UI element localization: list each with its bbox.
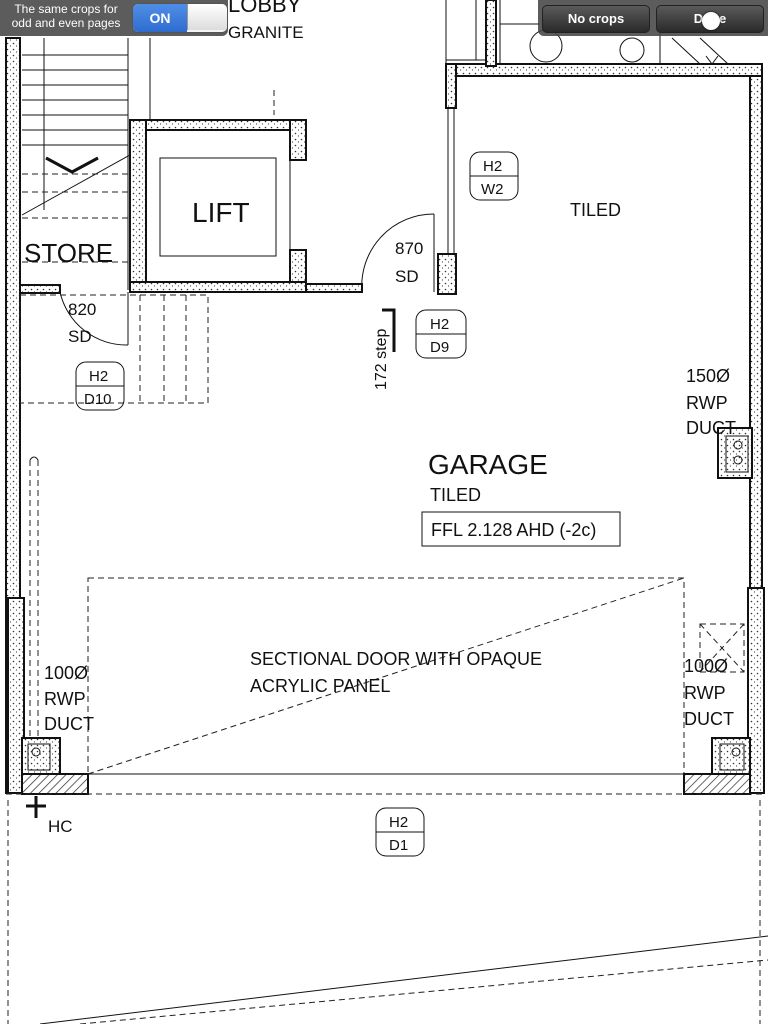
ffl-box bbox=[421, 511, 621, 547]
tag-d9-bottom: D9 bbox=[430, 339, 449, 356]
rwp-150-box bbox=[717, 427, 753, 479]
hc-label: HC bbox=[48, 817, 73, 836]
crops-setting-label: The same crops for odd and even pages bbox=[11, 2, 121, 30]
tag-d1-bottom: D1 bbox=[389, 837, 408, 854]
touch-indicator bbox=[702, 12, 720, 30]
sectional-door bbox=[87, 577, 685, 775]
rwp100-right-size: 100Ø bbox=[684, 656, 728, 676]
crops-toggle-panel: The same crops for odd and even pages ON bbox=[0, 0, 228, 36]
step-marker bbox=[382, 308, 396, 352]
floor-waste bbox=[699, 623, 745, 673]
tag-d10-top: H2 bbox=[89, 368, 108, 385]
sectional-door-line2: ACRYLIC PANEL bbox=[250, 676, 390, 696]
door-870 bbox=[361, 213, 435, 293]
rwp100-right-duct: DUCT bbox=[684, 709, 734, 729]
rwp-100-right-box bbox=[683, 737, 751, 795]
ffl-label: FFL 2.128 AHD (-2c) bbox=[431, 520, 596, 540]
step-label: 172 step bbox=[373, 329, 390, 390]
rwp100-left-rwp: RWP bbox=[44, 689, 86, 709]
upper-room-walls bbox=[437, 0, 763, 295]
rwp150-rwp: RWP bbox=[686, 393, 728, 413]
door-820-width: 820 bbox=[68, 300, 96, 319]
lift-shaft bbox=[129, 119, 307, 293]
tag-d10 bbox=[75, 361, 125, 411]
door-820 bbox=[59, 291, 129, 346]
sectional-door-line1: SECTIONAL DOOR WITH OPAQUE bbox=[250, 649, 542, 669]
rwp100-right-rwp: RWP bbox=[684, 683, 726, 703]
rwp100-left-size: 100Ø bbox=[44, 663, 88, 683]
lobby-label: LOBBY bbox=[228, 0, 302, 17]
same-crops-toggle[interactable]: ON bbox=[132, 3, 228, 33]
tag-d1-top: H2 bbox=[389, 814, 408, 831]
store-wall bbox=[19, 284, 61, 294]
garage-tiled-label: TILED bbox=[430, 485, 481, 505]
lobby-wall bbox=[305, 283, 363, 293]
right-outer-wall-lower bbox=[747, 587, 765, 794]
granite-label: GRANITE bbox=[228, 23, 304, 42]
toggle-knob bbox=[187, 4, 227, 30]
left-pier-lower bbox=[7, 597, 25, 794]
rwp150-size: 150Ø bbox=[686, 366, 730, 386]
dashed-outlines bbox=[19, 90, 275, 404]
tag-w2-bottom: W2 bbox=[481, 181, 504, 198]
lift-label: LIFT bbox=[192, 197, 250, 228]
door-870-width: 870 bbox=[395, 239, 423, 258]
rwp100-left-duct: DUCT bbox=[44, 714, 94, 734]
tag-d1 bbox=[375, 807, 425, 857]
toggle-on-label: ON bbox=[133, 4, 187, 32]
crop-action-bar: No crops Done bbox=[538, 0, 768, 36]
tag-d9 bbox=[415, 309, 467, 359]
right-outer-wall bbox=[749, 69, 763, 591]
rwp-100-left-box bbox=[21, 737, 89, 795]
garage-label: GARAGE bbox=[428, 449, 548, 480]
tag-w2-top: H2 bbox=[483, 158, 502, 175]
tag-w2 bbox=[469, 151, 519, 201]
rwp150-duct: DUCT bbox=[686, 418, 736, 438]
tiled-upper-label: TILED bbox=[570, 200, 621, 220]
stairs bbox=[21, 38, 151, 290]
tag-d10-bottom: D10 bbox=[84, 391, 112, 408]
driveway bbox=[6, 793, 768, 1024]
door-820-type: SD bbox=[68, 327, 92, 346]
no-crops-button[interactable]: No crops bbox=[542, 5, 650, 33]
left-drain bbox=[29, 456, 39, 740]
tag-d9-top: H2 bbox=[430, 316, 449, 333]
door-870-type: SD bbox=[395, 267, 419, 286]
store-label: STORE bbox=[24, 238, 113, 268]
